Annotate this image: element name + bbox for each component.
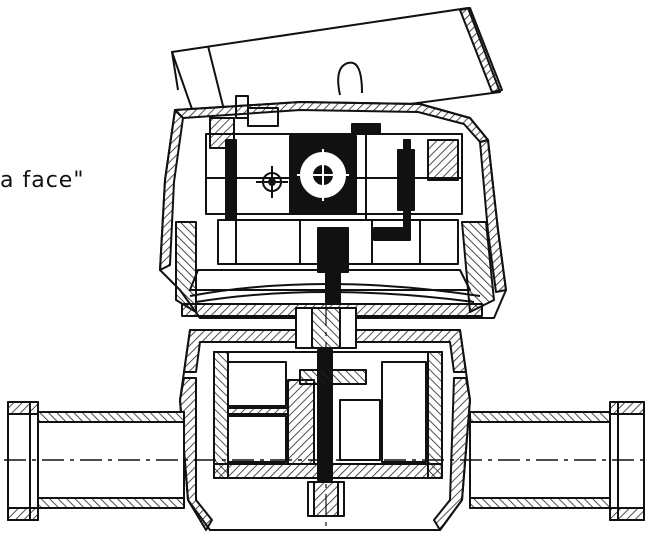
right-pipe-connection-icon bbox=[469, 401, 645, 521]
left-pipe-connection-icon bbox=[7, 401, 185, 521]
lid-icon bbox=[171, 7, 503, 133]
dial-wheel-icon bbox=[289, 135, 357, 215]
gear-train-icon bbox=[205, 95, 463, 305]
measuring-chamber-icon bbox=[213, 349, 443, 481]
caption-text: a face" bbox=[0, 168, 85, 193]
center-line-icon bbox=[4, 228, 644, 530]
